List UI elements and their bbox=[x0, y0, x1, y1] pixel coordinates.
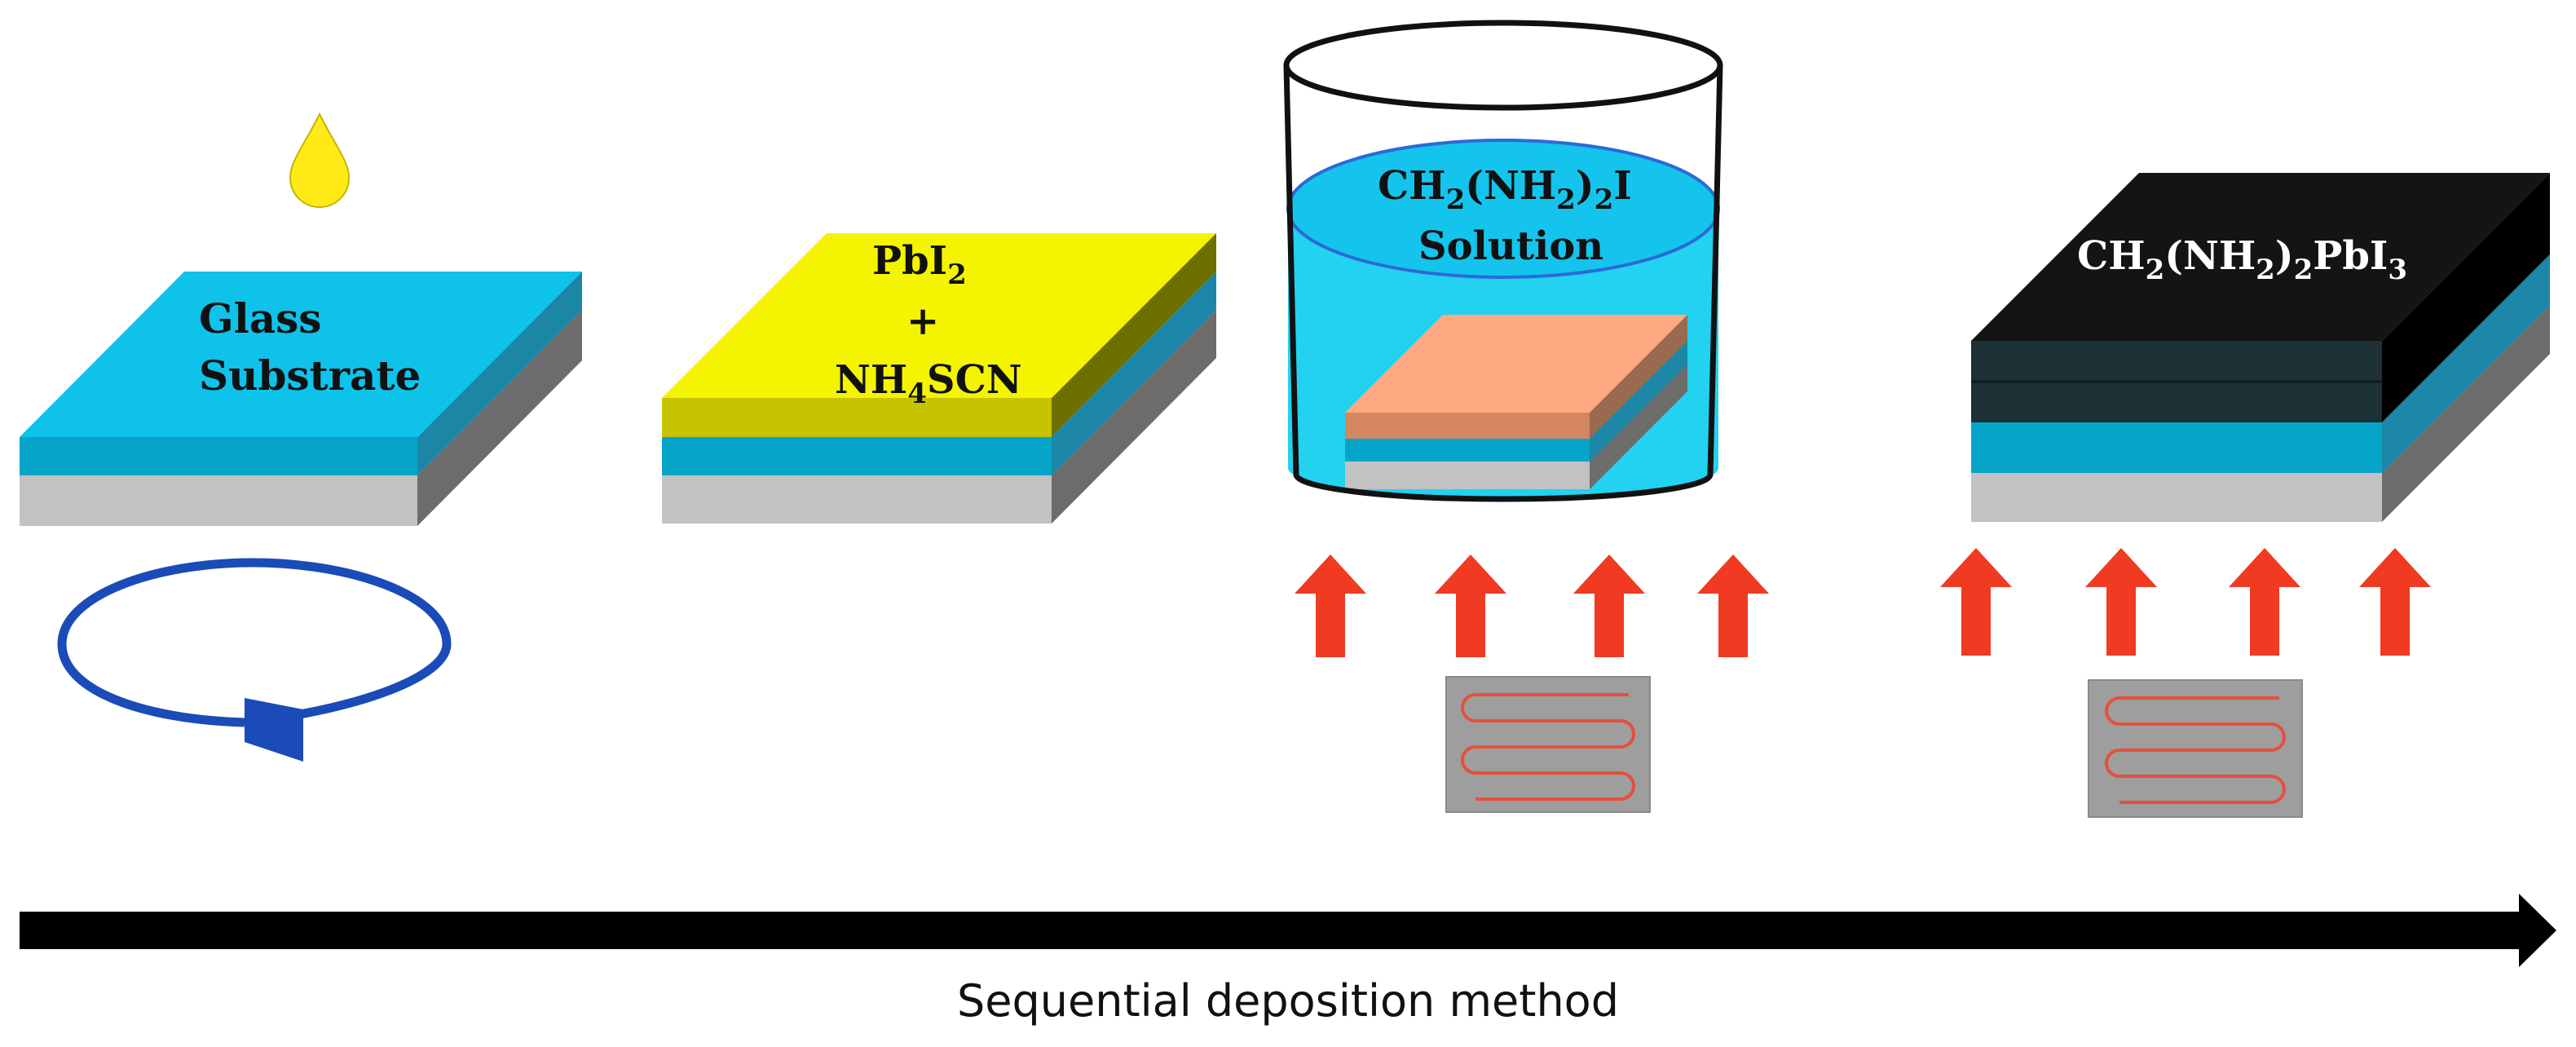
step-perovskite-film: CH2(NH2)2PbI3 bbox=[1940, 173, 2550, 818]
fai-f-g: I bbox=[1613, 163, 1631, 209]
pbi2-label: PbI2 bbox=[872, 238, 967, 291]
nh4scn-label: NH4SCN bbox=[835, 357, 1022, 410]
perovskite-stack bbox=[1971, 173, 2550, 522]
perov-f-a: CH bbox=[2077, 233, 2146, 279]
nh4scn-subscript: 4 bbox=[907, 378, 927, 410]
immersed-film-stack bbox=[1345, 315, 1687, 489]
timeline-caption: Sequential deposition method bbox=[957, 975, 1619, 1027]
perov-f-e: ) bbox=[2275, 233, 2294, 279]
fai-f-f: 2 bbox=[1595, 183, 1614, 216]
pbi2-text: PbI bbox=[872, 238, 947, 284]
perov-f-h: 3 bbox=[2388, 254, 2407, 286]
perov-f-d: 2 bbox=[2256, 254, 2275, 286]
fai-formula-label: CH2(NH2)2I bbox=[1378, 163, 1632, 216]
fai-f-e: ) bbox=[1576, 163, 1595, 209]
heat-arrows-group-2 bbox=[1940, 548, 2431, 656]
perov-f-c: (NH bbox=[2164, 233, 2256, 279]
perov-f-b: 2 bbox=[2146, 254, 2165, 286]
perovskite-formula-label: CH2(NH2)2PbI3 bbox=[2077, 233, 2407, 286]
heat-arrow-icon bbox=[1295, 554, 1366, 657]
spin-coating-arrow-icon bbox=[57, 558, 452, 762]
precursor-drop-icon bbox=[289, 112, 351, 208]
fai-f-b: 2 bbox=[1446, 183, 1466, 216]
hot-plate-icon bbox=[2088, 679, 2303, 818]
heat-arrow-icon bbox=[2085, 548, 2157, 656]
heat-arrow-icon bbox=[1435, 554, 1506, 657]
solution-label: Solution bbox=[1418, 223, 1603, 269]
timeline-arrow bbox=[20, 894, 2556, 967]
nh4scn-text-b: SCN bbox=[927, 357, 1022, 403]
heat-arrow-icon bbox=[1697, 554, 1769, 657]
plus-label: + bbox=[906, 298, 939, 344]
heat-arrow-icon bbox=[2359, 548, 2431, 656]
heat-arrow-icon bbox=[1940, 548, 2012, 656]
glass-label-line1: Glass bbox=[199, 294, 321, 342]
perov-f-f: 2 bbox=[2294, 254, 2314, 286]
pbi2-subscript: 2 bbox=[947, 258, 967, 291]
heat-arrow-icon bbox=[1573, 554, 1645, 657]
heat-arrows-group-1 bbox=[1295, 554, 1769, 657]
pbi2-nh4scn-stack bbox=[662, 233, 1216, 524]
step-pbi2-nh4scn: PbI2 + NH4SCN bbox=[662, 233, 1216, 524]
beaker-outline bbox=[1283, 20, 1723, 502]
heat-arrow-icon bbox=[2229, 548, 2300, 656]
nh4scn-text-a: NH bbox=[835, 357, 907, 403]
glass-substrate-slab bbox=[20, 272, 582, 526]
fai-f-a: CH bbox=[1378, 163, 1446, 209]
step-fai-solution-beaker: CH2(NH2)2I Solution bbox=[1283, 20, 1769, 813]
fai-f-c: (NH bbox=[1465, 163, 1556, 209]
glass-label-line2: Substrate bbox=[199, 351, 421, 400]
perov-f-g: PbI bbox=[2313, 233, 2388, 279]
fai-f-d: 2 bbox=[1556, 183, 1576, 216]
hot-plate-icon bbox=[1445, 676, 1651, 813]
step-glass-substrate: Glass Substrate bbox=[20, 112, 582, 762]
